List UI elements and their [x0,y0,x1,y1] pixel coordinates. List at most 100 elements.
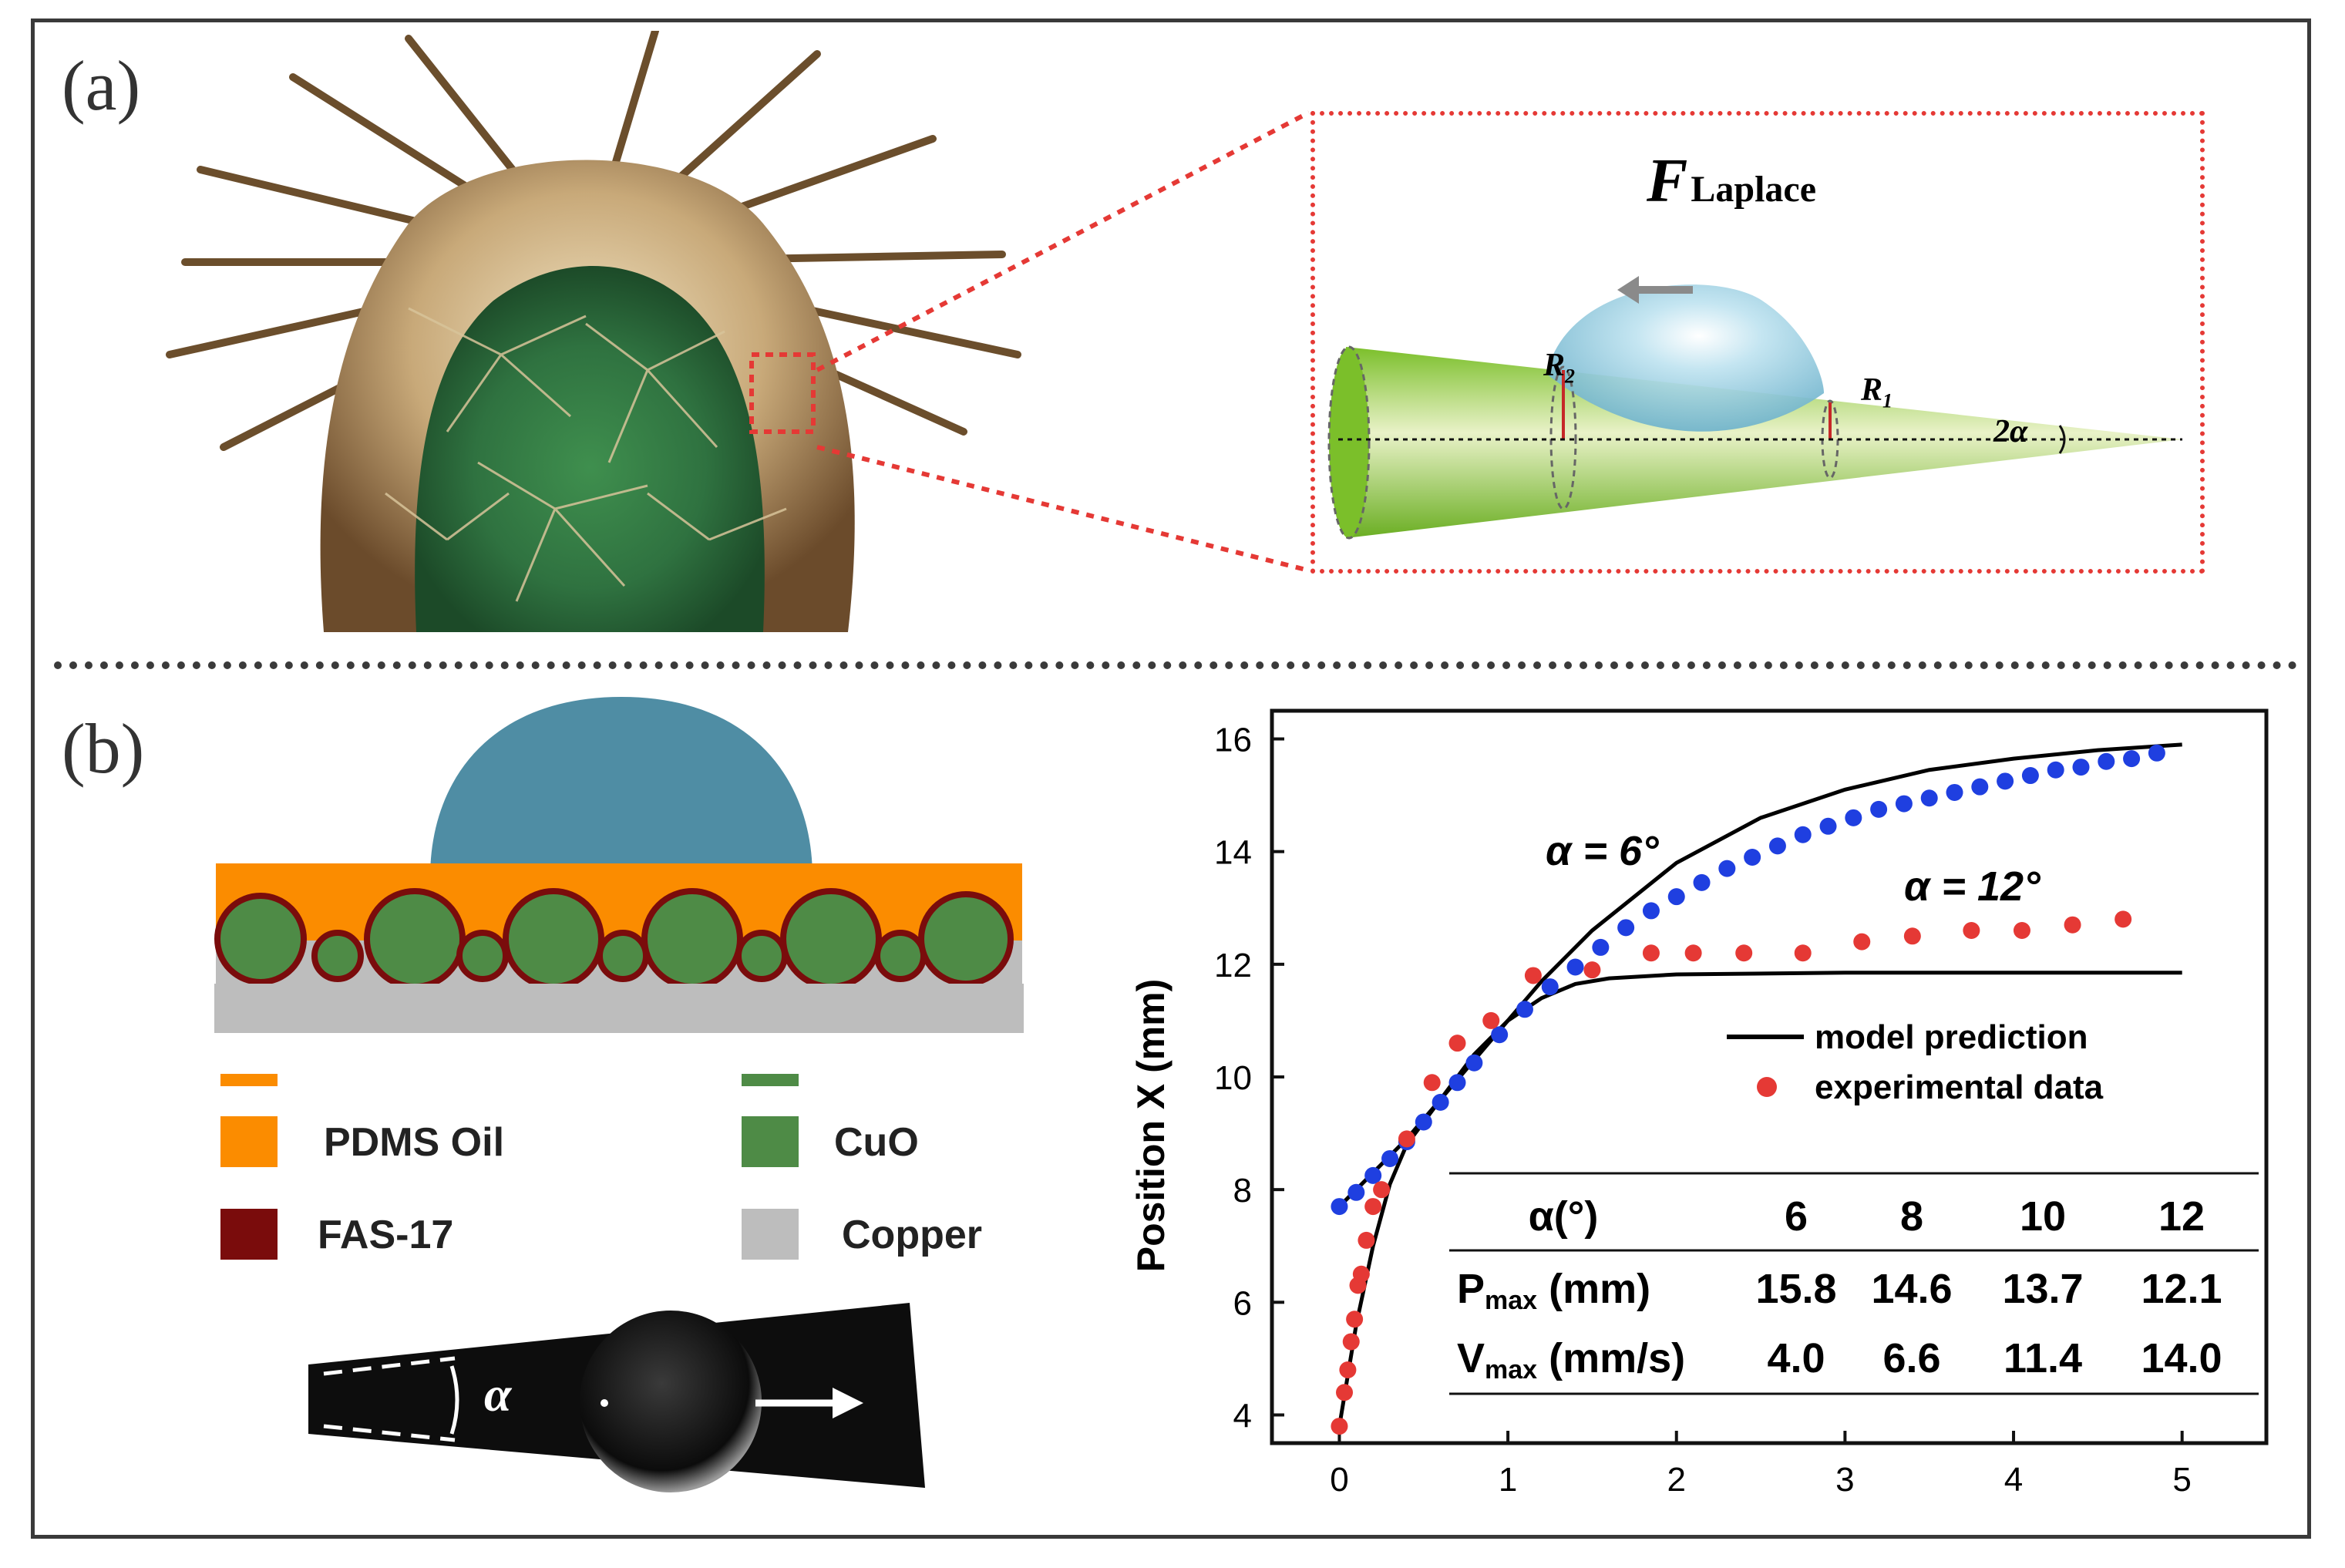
data-point [1491,1026,1509,1044]
data-point [1336,1384,1354,1401]
data-point [1331,1198,1348,1216]
data-point [1718,860,1736,877]
data-point [1346,1311,1364,1328]
data-point [1516,1001,1533,1018]
cuo-swatch [742,1116,799,1167]
cuo-label: CuO [834,1120,919,1165]
data-point [2072,759,2090,776]
fas17-swatch [220,1209,278,1260]
data-point [1946,783,1963,801]
table-header-10: 10 [2020,1193,2066,1240]
legend-model: model prediction [1815,1018,2088,1056]
data-point [2064,916,2081,934]
y-tick-label: 8 [1233,1172,1252,1210]
y-axis-title: Position X (mm) [1129,979,1172,1273]
y-tick-label: 16 [1214,722,1252,759]
droplet-photo [308,1303,925,1492]
data-point [1853,933,1871,951]
plot-frame [1270,708,2269,1445]
data-point [1482,1011,1500,1029]
annotation-alpha-6: α = 6° [1546,828,1659,874]
x-tick-label: 4 [2004,1461,2023,1499]
vmax-10: 11.4 [2004,1335,2082,1381]
pmax-6: 15.8 [1755,1266,1836,1312]
pmax-10: 13.7 [2002,1266,2083,1312]
angle-arc [2058,425,2066,454]
angle-label: 2α [1993,414,2028,449]
force-arrow-head [1617,276,1639,304]
alpha-arc [449,1365,459,1435]
panel-a-label: (a) [62,46,141,125]
data-point [1744,849,1761,866]
cone-diagram [1327,276,2182,540]
data-point [1819,817,1837,835]
photo-droplet [580,1311,762,1492]
data-point [1592,938,1610,956]
data-point [1448,1035,1466,1052]
data-point [1642,902,1660,920]
x-tick-label: 2 [1667,1461,1686,1499]
data-point [1870,800,1888,818]
data-point [2013,922,2030,939]
model-line-1 [1337,971,2182,1427]
cuo-line-swatch [742,1074,799,1086]
alpha-guide-top [323,1356,456,1376]
cactus-spines-front [385,307,787,602]
legend-dot-swatch [1757,1077,1777,1097]
data-point [1684,944,1702,962]
data-point [1794,944,1812,962]
cone-body [1346,347,2182,538]
data-point [1617,919,1635,937]
fas17-label: FAS-17 [318,1213,454,1257]
annotation-alpha-12: α = 12° [1904,863,2041,910]
panel-b-label: (b) [62,709,145,788]
droplet [1546,284,1824,432]
r2-ring [1549,365,1577,510]
data-point [1381,1149,1399,1167]
data-point [1735,944,1753,962]
model-line-0 [1337,742,2182,1208]
pdms-oil-swatch [220,1116,278,1167]
data-point [2021,767,2039,785]
x-tick-label: 3 [1835,1461,1854,1499]
cuo-particles [214,888,1014,990]
copper-swatch [742,1209,799,1260]
data-point [1352,1265,1370,1283]
data-point [1364,1198,1382,1216]
data-point [1963,922,1980,939]
cactus-body [415,266,765,632]
data-point [1642,944,1660,962]
data-point [1541,978,1559,996]
data-point [1693,873,1711,891]
data-point [1331,1418,1348,1435]
y-tick-label: 4 [1233,1397,1252,1435]
data-point [1465,1054,1483,1072]
pmax-12: 12.1 [2141,1266,2222,1312]
data-point [1423,1074,1441,1092]
panel-divider [54,661,2297,669]
zoom-box [749,352,816,434]
data-point [2115,910,2132,928]
data-point [2123,750,2141,768]
data-point [1373,1181,1391,1199]
data-point [1347,1183,1365,1201]
data-point [1339,1361,1357,1378]
y-tick-label: 6 [1233,1284,1252,1322]
x-tick-label: 5 [2172,1461,2191,1499]
data-point [1342,1333,1360,1351]
vmax-12: 14.0 [2141,1335,2222,1381]
data-point [1768,837,1786,855]
y-tick-label: 14 [1214,834,1252,872]
r1-label: R1 [1861,372,1893,412]
pdms-oil-label: PDMS Oil [324,1120,505,1165]
data-point [1583,961,1601,979]
data-point [1415,1113,1432,1131]
table-header-12: 12 [2158,1193,2205,1240]
pmax-8: 14.6 [1871,1266,1952,1312]
legend-experimental: experimental data [1815,1068,2104,1106]
data-points [1331,744,2165,1435]
data-point [1432,1093,1449,1111]
cactus-photo [166,31,1021,632]
table-header-8: 8 [1900,1193,1923,1240]
